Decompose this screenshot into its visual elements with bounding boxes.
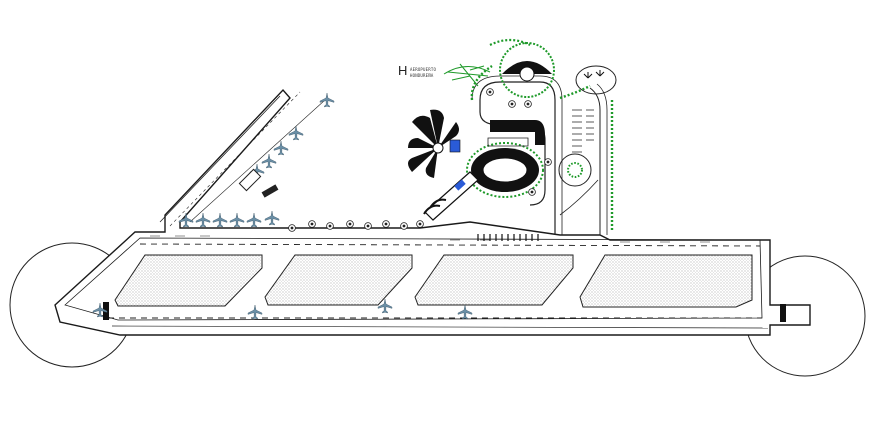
apron-diagonal-1 xyxy=(159,95,281,223)
aircraft-icon xyxy=(288,125,304,141)
aircraft-icon xyxy=(261,153,277,169)
terminal-building xyxy=(238,168,262,192)
taxiway-markings xyxy=(150,235,710,243)
apron-diagonal-3 xyxy=(189,99,326,223)
sign-letter: H xyxy=(398,63,408,78)
aircraft-icon xyxy=(273,140,289,156)
tree-icon xyxy=(544,158,552,166)
airplane-logo-icon xyxy=(443,63,491,87)
aircraft-icon xyxy=(319,92,335,108)
runway-block-3 xyxy=(414,254,574,306)
runway-inner-boundary xyxy=(64,237,763,321)
tree-icon xyxy=(508,100,516,108)
aircraft-icon xyxy=(212,212,228,228)
fan-pavilion xyxy=(408,109,459,178)
runway-block-2 xyxy=(264,254,413,306)
runway-block-4 xyxy=(579,254,753,308)
tree-icon xyxy=(364,222,372,230)
aircraft-icon xyxy=(229,212,245,228)
connector-accent xyxy=(454,179,466,191)
tree-icon xyxy=(288,224,296,232)
tree-icon xyxy=(528,188,536,196)
tree-icon xyxy=(326,222,334,230)
landside-complex xyxy=(466,38,617,235)
tree-icon xyxy=(524,100,532,108)
aircraft-icon xyxy=(195,212,211,228)
sign-line-1: AEROPUERTO xyxy=(410,67,437,72)
tree-icon xyxy=(400,222,408,230)
ramp-arcs xyxy=(423,198,447,215)
pool-accent xyxy=(449,139,461,153)
runway-threshold-east xyxy=(780,304,786,322)
tree-icon xyxy=(486,88,494,96)
tree-icon xyxy=(346,220,354,228)
taxiway-north xyxy=(139,243,761,247)
tree-icon xyxy=(416,220,424,228)
connector-ramp xyxy=(424,171,479,221)
tree-icon xyxy=(382,220,390,228)
runway-block-1 xyxy=(114,254,263,307)
sign-line-2: HONDUREÑA xyxy=(410,73,434,78)
aircraft-icon xyxy=(246,212,262,228)
aircraft-icon xyxy=(264,210,280,226)
terminal-annex xyxy=(261,184,279,198)
taxiway-south-2 xyxy=(111,325,769,329)
parking-posts xyxy=(477,234,539,241)
tree-icon xyxy=(308,220,316,228)
apron-diagonal-2 xyxy=(169,91,301,227)
